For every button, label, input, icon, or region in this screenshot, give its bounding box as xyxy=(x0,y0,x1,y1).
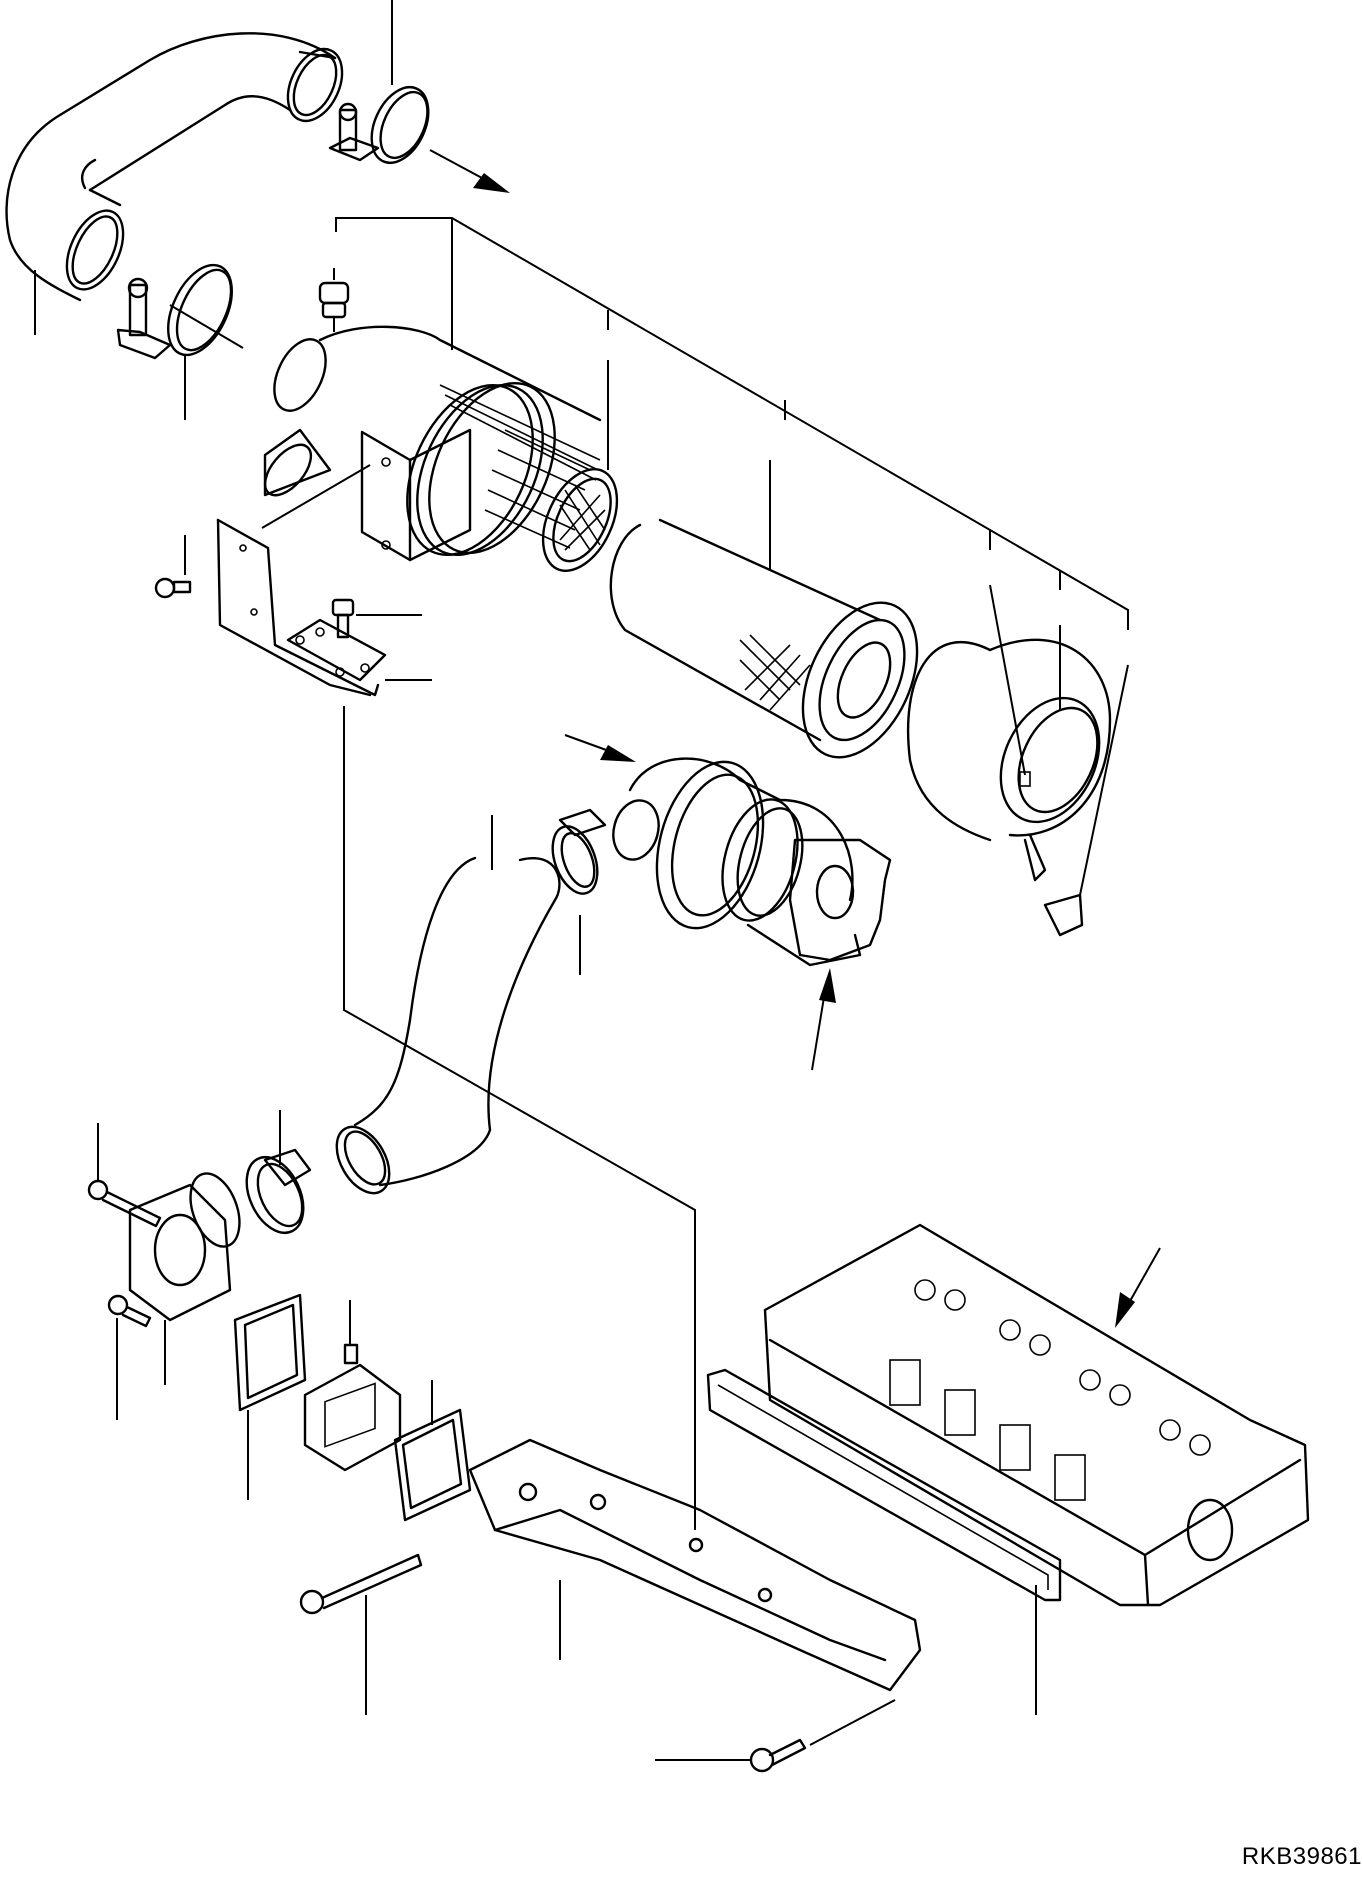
safety-element xyxy=(484,429,619,572)
turbo-arrow-upper xyxy=(564,734,636,762)
connector-bolt-short xyxy=(107,1294,152,1328)
turbo-arrow-lower xyxy=(811,968,836,1071)
manifold-bolt-long xyxy=(299,1553,423,1615)
intake-manifold xyxy=(468,1438,922,1692)
hose-clamp-upper-left xyxy=(116,263,233,360)
leader-line xyxy=(343,706,696,1530)
manifold-gasket xyxy=(706,1368,1062,1602)
hose-clamp-middle xyxy=(551,808,607,895)
leader-line xyxy=(989,584,1026,776)
dust-indicator xyxy=(318,268,350,332)
bracket-bolt-upper xyxy=(154,577,192,599)
evacuator-valve xyxy=(1023,833,1084,937)
gasket-connector xyxy=(233,1293,307,1412)
figure-id-label: RKB39861 xyxy=(1241,1843,1362,1870)
intake-hose-lower xyxy=(335,856,561,1195)
hose-clamp-upper-right xyxy=(328,86,430,164)
upper-air-hose xyxy=(5,32,344,302)
turbocharger xyxy=(612,757,892,967)
manifold-bolt-short xyxy=(749,1738,807,1773)
intake-connector xyxy=(128,1172,241,1322)
flow-arrow xyxy=(429,149,510,193)
primary-element xyxy=(609,518,919,759)
air-cleaner-body xyxy=(263,325,602,562)
air-cleaner-cover xyxy=(906,638,1112,842)
connector-bolt-long xyxy=(87,1179,162,1228)
gasket-heater xyxy=(393,1408,472,1522)
cylinder-head-arrow xyxy=(1115,1247,1161,1328)
mounting-bracket xyxy=(216,518,387,697)
leader-line xyxy=(169,304,244,349)
leader-line xyxy=(1079,664,1129,896)
bracket-bolt-lower xyxy=(331,598,355,639)
intake-heater xyxy=(303,1343,402,1472)
leader-line xyxy=(809,1699,896,1746)
cylinder-head xyxy=(763,1223,1310,1607)
hose-clamp-lower xyxy=(245,1148,312,1234)
leader-line xyxy=(261,464,371,529)
